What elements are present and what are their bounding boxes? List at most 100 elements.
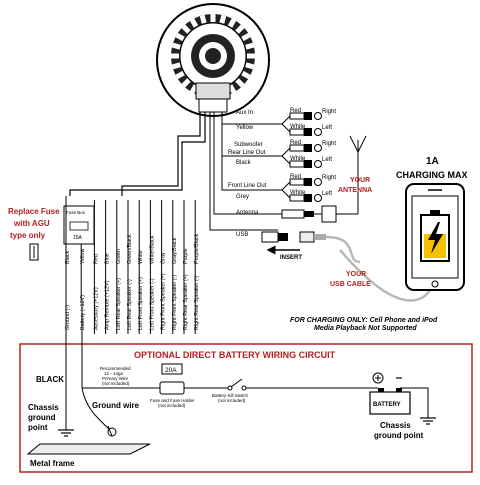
fuse-box-rating: 15A [73,235,83,241]
subwoofer-label: Subwoofer [234,142,263,148]
harness-wire-function-label: Left Front Speaker (+) [138,277,144,330]
speaker-grille-slot [235,24,245,34]
rca-jack-icon [314,160,322,168]
harness-wire-color-label: Green/Black [127,234,133,264]
fuse-holder-line2: (not included) [158,403,186,408]
recommended-line1: Recommended [100,366,131,371]
front-line-out-label: Front Line Out [228,183,267,189]
harness-wire-function-label: Left Rear Speaker (-) [127,279,133,330]
black-wire-label: BLACK [36,375,64,384]
rear-line-out-label: Rear Line Out [228,150,266,156]
rca-split-line [281,147,291,157]
speaker-grille-slot [210,14,216,22]
rca-jack-icon [314,144,322,152]
front-line-rca [221,156,282,191]
metal-frame-icon [26,443,151,455]
usb-lead-label: USB [236,232,248,238]
recommended-line4: (not included) [102,381,130,386]
speaker-grille-slot [171,42,181,50]
fuse-note-line3: type only [10,231,46,240]
your-usb-cable-line2: USB CABLE [330,281,371,288]
antenna-plug-icon [281,140,359,223]
speaker-grille-slot [175,70,185,80]
speaker-grille-slot [199,14,207,24]
rca-jack-icon [314,194,322,202]
rca-tip-icon [304,194,312,202]
speaker-grille-slot [241,70,251,80]
rca-jack-icon [314,178,322,186]
ground-wire-terminal-icon [81,387,117,437]
fuse-box-title: Fuse Box [66,210,86,215]
charging-line2: CHARGING MAX [396,170,468,180]
front-color-label: Grey [236,194,249,200]
kill-switch-icon [227,378,247,391]
harness-wire-color-label: White [138,250,144,264]
harness-wire-color-label: White/Black [149,235,155,264]
battery-label: BATTERY [373,402,401,408]
speaker-grille-slot [181,78,191,88]
rca-jack-icon [314,128,322,136]
antenna-lead-label: Antenna [236,210,259,216]
harness-wire-color-label: Yellow [80,249,86,264]
harness-wire-color-label: Purple/Black [194,233,200,264]
aux-in-label: Aux In [236,110,253,116]
rca-color-label: Red [290,174,301,180]
rca-side-label: Left [322,125,332,131]
speaker-grille-slot [189,18,199,28]
fuse-holder-line1: Fuse and Fuse Holder [150,398,195,403]
rca-tip-icon [304,144,312,152]
rca-side-label: Left [322,191,332,197]
your-usb-cable-line1: YOUR [346,271,366,278]
chassis-left-line3: point [28,423,48,432]
harness-wire-function-label: Battery (+12V) [80,295,86,330]
charging-note-line2: Media Playback Not Supported [314,325,417,332]
harness-wire-color-label: Blue [105,253,111,264]
fuse-rating-label: 20A [165,367,177,374]
usb-connector-icon [261,231,432,302]
recommended-line2: 12 - 14ga [104,371,124,376]
harness-wire-function-label: Ground (-) [65,305,71,330]
fuse-icon [29,243,39,261]
charging-note-line1: FOR CHARGING ONLY: Cell Phone and iPod [290,317,438,324]
speaker-grille-slot [241,32,251,42]
your-antenna-line1: YOUR [350,177,370,184]
rca-side-label: Left [322,157,332,163]
rca-side-label: Right [322,109,336,115]
ground-symbol-left-icon [58,429,74,437]
aux-color-label: Yellow [236,125,254,131]
rca-tip-icon [304,112,312,120]
speaker-grille-slot [247,53,255,59]
fuse-note-line1: Replace Fuse [8,207,60,216]
harness-wire-function-label: Amp Remote (+12V) [105,281,111,330]
rca-split-line [281,181,291,191]
kill-switch-line2: (not included) [218,398,246,403]
speaker-grille-slot [181,24,191,34]
rca-side-label: Right [322,141,336,147]
harness-wire-color-label: Green [116,249,122,264]
harness-wire-function-label: Right Front Speaker (-) [172,275,178,330]
harness-wire-color-label: Red [93,254,99,264]
rca-jack-icon [314,112,322,120]
rca-color-label: White [290,156,306,162]
rca-tip-icon [304,160,312,168]
rca-split-line [281,123,291,133]
rca-split-line [281,155,291,165]
chassis-left-line1: Chassis [28,403,59,412]
rca-side-label: Right [322,175,336,181]
your-antenna-line2: ANTENNA [338,187,372,194]
rca-split-line [281,115,291,125]
rca-tip-icon [304,128,312,136]
rca-color-label: Red [290,140,301,146]
harness-wire-function-label: Right Rear Speaker (+) [183,274,189,330]
rca-color-label: White [290,190,306,196]
harness-wire-function-label: Right Rear Speaker (-) [194,276,200,330]
speaker-grille-slot [219,14,227,24]
speaker-grille-slot [171,53,179,59]
harness-wire-color-label: Gray [161,252,167,264]
rca-tip-icon [304,178,312,186]
harness-wire-color-label: Purple [183,248,189,264]
speaker-grille-slot [227,18,237,28]
